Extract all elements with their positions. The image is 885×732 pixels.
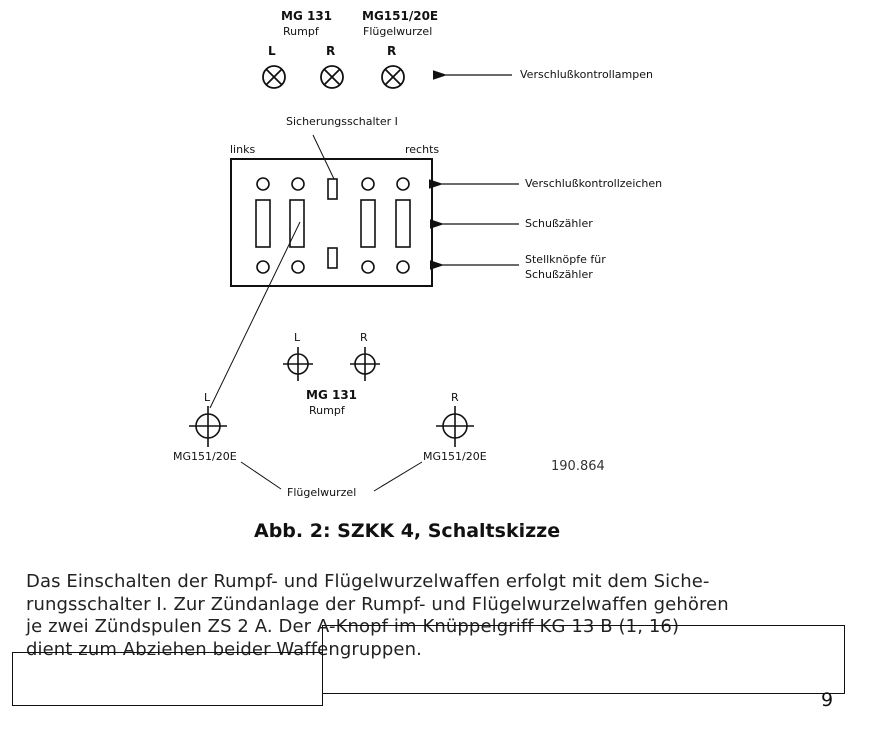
outer-button-left-label: MG151/20E	[173, 450, 237, 463]
lamp-1	[262, 65, 286, 89]
outer-button-left-side: L	[204, 391, 211, 404]
trigger-line	[209, 221, 301, 409]
lamp-header-2-subtitle: Flügelwurzel	[363, 25, 433, 38]
center-buttons-subtitle: Rumpf	[309, 404, 345, 417]
paragraph-line-2: rungsschalter I. Zur Zündanlage der Rump…	[26, 593, 729, 615]
safety-switch-slot-bottom	[327, 247, 338, 269]
knobs-callout-line-2: Schußzähler	[525, 268, 593, 281]
switch-panel	[230, 158, 433, 287]
outer-button-left	[189, 406, 227, 447]
figure-number: 190.864	[551, 459, 605, 474]
counter-callout: Schußzähler	[525, 217, 593, 230]
wing-root-group-label: Flügelwurzel	[287, 486, 357, 499]
switch-callout: Sicherungsschalter I	[286, 115, 398, 128]
bracket-line-left	[240, 461, 282, 490]
indicator-row-top	[256, 177, 410, 191]
lamp-3	[381, 65, 405, 89]
outer-button-right	[436, 406, 474, 447]
paragraph-line-1: Das Einschalten der Rumpf- und Flügelwur…	[26, 571, 710, 592]
paragraph-line-4: dient zum Abziehen beider Waffengruppen.	[26, 638, 422, 660]
center-button-right	[350, 347, 380, 381]
paragraph-line-3: je zwei Zündspulen ZS 2 A. Der A-Knopf i…	[26, 616, 680, 637]
lamp-2	[320, 65, 344, 89]
knobs-callout-line-1: Stellknöpfe für	[525, 253, 606, 266]
marks-callout: Verschlußkontrollzeichen	[525, 177, 663, 190]
panel-left-label: links	[230, 143, 256, 156]
lamps-callout: Verschlußkontrollampen	[520, 68, 653, 81]
lamp-header-2-title: MG151/20E	[362, 9, 439, 23]
safety-switch-slot-top	[327, 178, 338, 200]
shot-counters	[255, 199, 411, 248]
center-button-left	[283, 347, 313, 381]
switch-leader	[312, 134, 335, 180]
lamp-header-1-subtitle: Rumpf	[283, 25, 319, 38]
page-number: 9	[821, 689, 834, 711]
outer-button-right-side: R	[451, 391, 459, 404]
bracket-line-right	[373, 461, 423, 492]
adjust-knob-row	[256, 260, 410, 274]
center-buttons-title: MG 131	[306, 388, 358, 402]
lamp-3-side: R	[387, 44, 397, 58]
center-button-right-side: R	[360, 331, 368, 344]
lamp-2-side: R	[326, 44, 336, 58]
lamp-1-side: L	[268, 44, 276, 58]
lamp-header-1-title: MG 131	[281, 9, 333, 23]
center-button-left-side: L	[294, 331, 301, 344]
panel-right-label: rechts	[405, 143, 440, 156]
outer-button-right-label: MG151/20E	[423, 450, 487, 463]
body-paragraph: Das Einschalten der Rumpf- und Flügelwur…	[26, 571, 841, 661]
figure-caption: Abb. 2: SZKK 4, Schaltskizze	[254, 520, 561, 542]
